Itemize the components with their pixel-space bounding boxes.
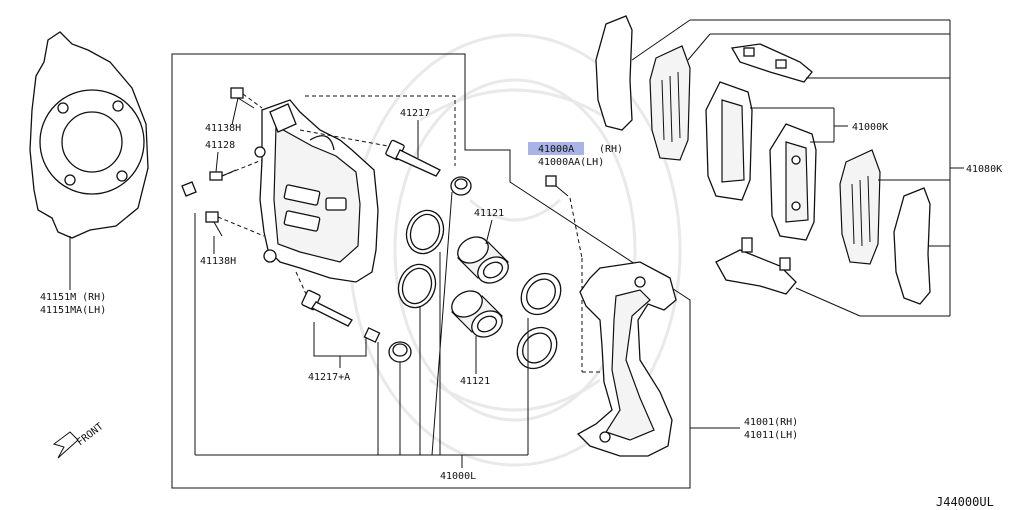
bolt-upper — [230, 87, 255, 109]
label-torque-member-lh: 41011(LH) — [744, 430, 798, 441]
label-backing-plate-rh: 41151M (RH) — [40, 292, 106, 303]
label-caliper-assy: 41000L — [440, 471, 476, 482]
piston-boot-upper — [520, 272, 562, 316]
label-caliper-lh: 41000AA(LH) — [538, 157, 604, 168]
piston-boot-lower — [516, 326, 558, 370]
slide-pin-upper — [385, 139, 441, 177]
slide-pin-lower — [301, 289, 353, 327]
front-label: FRONT — [75, 421, 105, 448]
label-piston-top: 41121 — [474, 208, 504, 219]
bleeder-screw — [181, 169, 237, 197]
label-pin-upper: 41217 — [400, 108, 430, 119]
watermark-emblem — [348, 33, 682, 467]
caliper-assembly-frame — [171, 53, 691, 489]
small-bolt — [545, 175, 569, 197]
piston-seal-upper — [405, 209, 445, 255]
label-caliper-rh: 41000A — [538, 144, 574, 155]
caliper-body — [254, 99, 379, 283]
label-bolt-upper: 41138H — [205, 123, 241, 134]
pad-outer — [705, 81, 753, 201]
torque-member — [576, 261, 677, 457]
front-arrow: FRONT — [52, 421, 106, 459]
pin-boot-lower — [388, 341, 412, 363]
pin-sleeve-lower — [363, 327, 381, 343]
shim-plate-inner — [839, 149, 881, 265]
pin-boot-upper — [450, 176, 472, 196]
shim-plate-outer — [649, 45, 691, 161]
piston-upper — [457, 236, 509, 284]
label-pad-kit: 41000K — [852, 122, 888, 133]
label-backing-plate-lh: 41151MA(LH) — [40, 305, 106, 316]
label-pad-set: 41080K — [966, 164, 1002, 175]
label-pin-lower: 41217+A — [308, 372, 350, 383]
label-bolt-lower: 41138H — [200, 256, 236, 267]
anti-squeal-shim-outer — [595, 15, 633, 131]
piston-seal-lower — [397, 263, 437, 309]
bolt-lower — [205, 211, 223, 237]
pad-clip-upper — [730, 43, 813, 83]
diagram-code: J44000UL — [936, 495, 994, 509]
highlight-caliper-rh — [528, 142, 584, 155]
label-piston-bottom: 41121 — [460, 376, 490, 387]
backing-plate — [29, 31, 149, 239]
piston-lower — [451, 290, 503, 338]
label-torque-member-rh: 41001(RH) — [744, 417, 798, 428]
label-caliper-rh-suffix: (RH) — [599, 144, 623, 155]
pad-inner — [769, 123, 817, 241]
label-bleeder: 41128 — [205, 140, 235, 151]
pad-clip-lower — [715, 237, 797, 295]
anti-squeal-shim-inner — [893, 187, 931, 305]
